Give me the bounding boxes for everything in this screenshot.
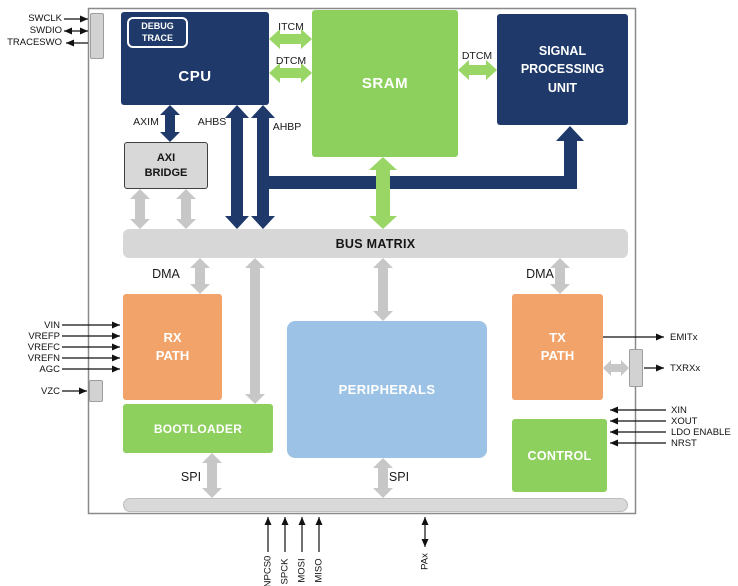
swclk-label: SWCLK [28,13,62,24]
vzc-label: VZC [41,386,60,397]
axim-label: AXIM [133,116,159,128]
vin-label: VIN [44,320,60,331]
debug-trace-badge: DEBUG TRACE [127,17,188,49]
bootloader-bus-arrow [245,258,265,404]
sram-bus-arrow [369,157,397,229]
txrxx-label: TXRXx [670,363,701,374]
tx-path-label: TX PATH [540,329,575,363]
sram-label: SRAM [361,75,409,92]
bus-matrix-label: BUS MATRIX [335,236,416,251]
peripherals-bus-arrow [373,258,393,321]
peripherals-spi-arrow [373,458,393,498]
spck-label: SPCK [279,558,291,585]
spi-pin-bar [123,498,628,512]
ahbp-horizontal-bus [257,176,577,189]
sram-block: SRAM [312,10,458,157]
spi-center-label: SPI [388,470,410,484]
bootloader-spi-arrow [202,453,222,498]
peripherals-block: PERIPHERALS [287,321,487,458]
txrx-connector-arrow [603,360,629,376]
axi-bridge-bus-arrow-1 [130,189,150,229]
ldo-enable-label: LDO ENABLE [671,427,731,438]
xout-label: XOUT [671,416,698,427]
control-label: CONTROL [527,448,592,463]
spu-bus-riser [564,140,577,189]
ahbp-arrow [251,105,275,229]
dtcm-cpu-label: DTCM [275,55,307,67]
rx-path-label: RX PATH [155,329,190,363]
swdio-label: SWDIO [29,25,62,36]
dtcm-spu-label: DTCM [461,50,493,62]
spi-left-label: SPI [180,470,202,484]
agc-label: AGC [39,364,60,375]
control-block: CONTROL [512,419,607,492]
miso-label: MISO [313,558,325,583]
mosi-label: MOSI [296,558,308,583]
bus-matrix-block: BUS MATRIX [123,229,628,258]
xin-label: XIN [671,405,687,416]
vzc-connector [89,380,103,402]
itcm-arrow [269,29,312,49]
dtcm-cpu-arrow [269,63,312,83]
dtcm-spu-arrow [458,60,497,80]
dma-rx-arrow [190,258,210,294]
nrst-label: NRST [671,438,697,449]
dma-right-label: DMA [526,267,554,281]
vrefp-label: VREFP [28,331,60,342]
itcm-label: ITCM [278,21,304,33]
bootloader-label: BOOTLOADER [153,421,243,436]
dma-tx-arrow [550,258,570,294]
axim-arrow [160,105,180,142]
debug-port-connector [90,13,104,59]
traceswo-label: TRACESWO [7,37,62,48]
spu-bus-arrowhead [556,126,584,141]
axi-bridge-block: AXI BRIDGE [124,142,208,189]
emitx-label: EMITx [670,332,698,343]
ahbp-label: AHBP [272,121,302,133]
signal-processing-unit-label: SIGNAL PROCESSING UNIT [520,44,605,95]
ahbs-arrow [225,105,249,229]
bootloader-block: BOOTLOADER [123,404,273,453]
axi-bridge-label: AXI BRIDGE [144,152,188,179]
vrefc-label: VREFC [27,342,60,353]
cpu-label: CPU [178,68,212,85]
cpu-block: DEBUG TRACE CPU [121,12,269,105]
signal-processing-unit-block: SIGNAL PROCESSING UNIT [497,14,628,125]
pax-label: PAx [419,553,431,570]
dma-left-label: DMA [152,267,180,281]
ahbs-label: AHBS [197,116,227,128]
rx-path-block: RX PATH [123,294,222,400]
vrefn-label: VREFN [27,353,60,364]
txrx-connector [629,349,643,387]
npcs0-label: NPCS0 [262,555,274,586]
axi-bridge-bus-arrow-2 [176,189,196,229]
peripherals-label: PERIPHERALS [338,382,436,397]
tx-path-block: TX PATH [512,294,603,400]
